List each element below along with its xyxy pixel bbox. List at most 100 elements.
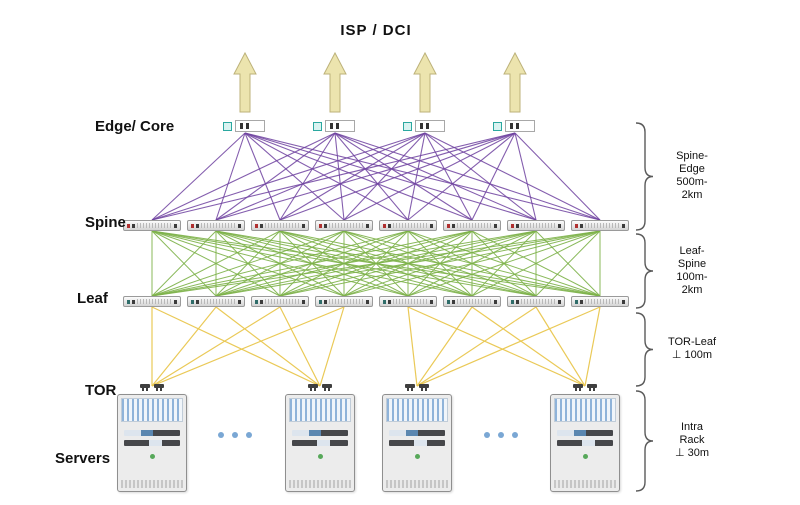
- leaf-switch: [123, 296, 181, 307]
- status-led-icon: [255, 223, 258, 228]
- port-block-icon: [430, 299, 433, 304]
- spine-leaf-link: [151, 230, 409, 297]
- optic-module-icon: [313, 121, 322, 131]
- annotation-line: 2km: [681, 284, 703, 296]
- port-block-icon: [260, 223, 263, 228]
- uplink-arrow-icon: [503, 51, 527, 113]
- port-block-icon: [430, 223, 433, 228]
- status-led-icon: [511, 299, 514, 304]
- vent-grille-icon: [457, 299, 492, 304]
- edge-switch-unit: [415, 120, 445, 132]
- layer-label-leaf: Leaf: [77, 290, 108, 307]
- edge-spine-link: [215, 132, 426, 221]
- tor-switch: [569, 384, 601, 391]
- spine-switch: [443, 220, 501, 231]
- more-racks-ellipsis: [218, 432, 252, 438]
- port-led-icon: [330, 123, 333, 129]
- optic-module-icon: [223, 121, 232, 131]
- edge-spine-link: [244, 132, 537, 221]
- vent-grille-icon: [265, 299, 300, 304]
- power-led-icon: [414, 454, 420, 459]
- spine-switch: [251, 220, 309, 231]
- spine-switch: [507, 220, 565, 231]
- vent-grille-icon: [201, 223, 236, 228]
- uplink-arrow-icon: [323, 51, 347, 113]
- annotation-line: Spine: [677, 258, 707, 270]
- more-racks-ellipsis: [484, 432, 518, 438]
- edge-spine-link: [424, 132, 537, 221]
- vent-grille-icon: [457, 223, 492, 228]
- server-unit: [557, 430, 613, 436]
- edge-spine-link: [424, 132, 473, 221]
- spine-leaf-link: [151, 230, 345, 297]
- port-block-icon: [580, 223, 583, 228]
- server-unit: [389, 440, 445, 446]
- leaf-tor-link: [535, 306, 586, 387]
- leaf-tor-link: [416, 306, 601, 387]
- status-led-icon: [319, 223, 322, 228]
- port-block-icon: [622, 299, 625, 304]
- port-block-icon: [324, 223, 327, 228]
- server-unit: [124, 430, 180, 436]
- spine-leaf-link: [535, 230, 601, 297]
- annotation-line: 2km: [681, 189, 703, 201]
- leaf-tor-link: [416, 306, 537, 387]
- status-led-icon: [575, 299, 578, 304]
- uplink-arrow-icon: [233, 51, 257, 113]
- tor-switch: [136, 384, 168, 391]
- port-block-icon: [260, 299, 263, 304]
- port-led-icon: [426, 123, 429, 129]
- spine-leaf-link: [151, 230, 473, 297]
- optic-module-icon: [493, 121, 502, 131]
- edge-spine-link: [334, 132, 473, 221]
- optic-module-icon: [403, 121, 412, 131]
- leaf-tor-link: [151, 306, 321, 387]
- vent-grille-icon: [137, 299, 172, 304]
- annotation-line: TOR-Leaf: [667, 336, 717, 348]
- spine-leaf-link: [279, 230, 601, 297]
- port-block-icon: [494, 223, 497, 228]
- status-led-icon: [447, 223, 450, 228]
- edge-spine-link: [244, 132, 409, 221]
- leaf-tor-link: [416, 306, 473, 387]
- annotation-line: ⊥ 30m: [674, 447, 710, 459]
- port-block-icon: [132, 299, 135, 304]
- edge-spine-link: [244, 132, 345, 221]
- layer-label-tor: TOR: [85, 382, 117, 399]
- port-block-icon: [388, 299, 391, 304]
- layer-label-spine: Spine: [85, 214, 126, 231]
- port-block-icon: [174, 223, 177, 228]
- edge-spine-link: [151, 132, 246, 221]
- edge-switch-unit: [325, 120, 355, 132]
- spine-leaf-link: [471, 230, 601, 297]
- server-unit: [557, 440, 613, 446]
- tor-unit-icon: [322, 384, 332, 391]
- leaf-tor-link: [151, 306, 345, 387]
- power-led-icon: [317, 454, 323, 459]
- tor-switch: [304, 384, 336, 391]
- spine-leaf-link: [215, 230, 601, 297]
- spine-switch: [379, 220, 437, 231]
- status-led-icon: [127, 223, 130, 228]
- port-block-icon: [196, 223, 199, 228]
- leaf-tor-link: [319, 306, 345, 387]
- spine-switch: [571, 220, 629, 231]
- vent-grille-icon: [521, 299, 556, 304]
- edge-spine-link: [514, 132, 601, 221]
- spine-leaf-link: [151, 230, 217, 297]
- edge-spine-link: [215, 132, 336, 221]
- port-block-icon: [238, 223, 241, 228]
- port-block-icon: [558, 299, 561, 304]
- edge-switch-unit: [505, 120, 535, 132]
- edge-spine-link: [151, 132, 516, 221]
- port-block-icon: [494, 299, 497, 304]
- rack-vent-icon: [289, 480, 351, 488]
- leaf-tor-link: [279, 306, 321, 387]
- layer-label-servers: Servers: [55, 450, 111, 467]
- tor-unit-icon: [140, 384, 150, 391]
- port-block-icon: [196, 299, 199, 304]
- port-block-icon: [366, 223, 369, 228]
- status-led-icon: [191, 223, 194, 228]
